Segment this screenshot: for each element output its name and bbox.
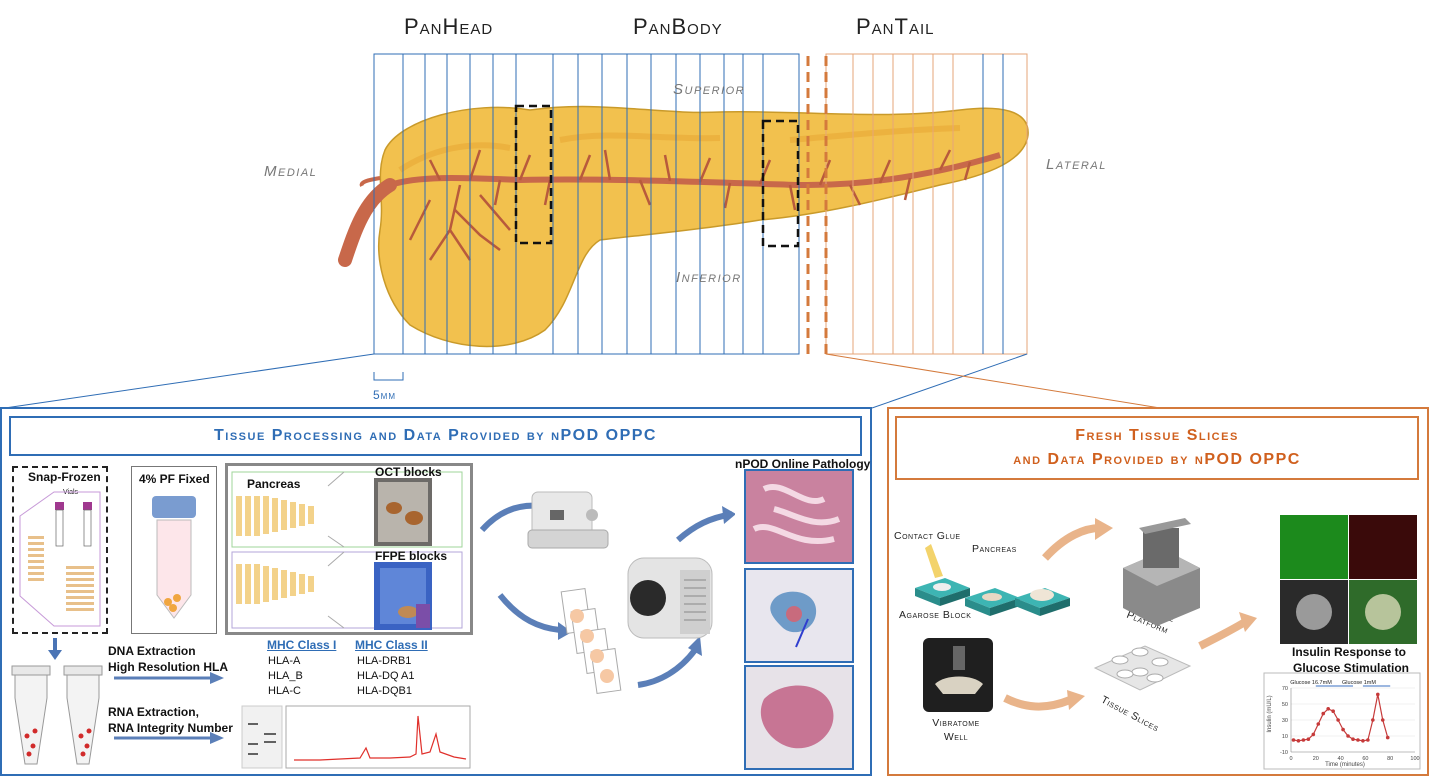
mhc-class-1-header: MHC Class I	[267, 638, 337, 652]
chart-xtick-label: 100	[1410, 756, 1419, 762]
pancreas-illustration	[4, 53, 1161, 409]
chart-ylabel: Insulin (mU/L)	[1267, 695, 1273, 732]
chart-point	[1326, 707, 1330, 711]
pancreas-shape	[378, 105, 1029, 348]
chart-point	[1351, 737, 1355, 741]
chart-annotation-high-glucose: Glucose 16.7mM	[1290, 680, 1332, 686]
tissue-processing-panel	[0, 407, 872, 776]
fresh-tissue-title: Fresh Tissue Slices and Data Provided by…	[895, 416, 1419, 480]
fresh-tissue-title-line1: Fresh Tissue Slices	[1075, 427, 1239, 444]
chart-point	[1336, 718, 1340, 722]
contact-glue-label: Contact Glue	[894, 530, 961, 542]
pancreas-label: Pancreas	[247, 477, 301, 491]
vibratome-workflow-illustration	[915, 518, 1257, 712]
chart-xlabel: Time (minutes)	[1325, 762, 1365, 768]
label-medial: Medial	[264, 163, 318, 180]
rna-extraction-label: RNA Extraction,	[108, 705, 199, 719]
pf-fixed-label: 4% PF Fixed	[139, 472, 210, 486]
pf-fixed-box	[131, 466, 217, 634]
chart-xtick-label: 60	[1362, 756, 1368, 762]
pathology-images	[744, 469, 854, 770]
region-title-head: PanHead	[404, 14, 494, 39]
mhc1-item: HLA-A	[268, 655, 301, 667]
rna-tubes-illustration	[11, 638, 103, 765]
mhc2-item: HLA-DQ A1	[357, 670, 415, 682]
chart-point	[1306, 737, 1311, 741]
insulin-title-line1: Insulin Response to	[1292, 645, 1407, 659]
insulin-chart: -10 10 30 50 70 0 20 40 60 80 100 Time (minutes) I…	[1263, 672, 1421, 770]
snap-frozen-vials-illustration	[19, 491, 101, 627]
mhc1-item: HLA-C	[268, 685, 302, 697]
chart-xtick-label: 40	[1338, 756, 1344, 762]
label-inferior: Inferior	[676, 269, 742, 286]
chart-point	[1385, 735, 1390, 740]
chart-point	[1296, 739, 1301, 743]
scale-bar	[373, 372, 404, 381]
slice-pancreas-label: Pancreas	[972, 543, 1017, 555]
scale-label: 5mm	[373, 388, 397, 402]
chart-ytick-label: 70	[1282, 686, 1288, 692]
label-superior: Superior	[673, 81, 746, 98]
ffpe-blocks-label: FFPE blocks	[375, 549, 448, 563]
pf-tube-illustration	[152, 496, 196, 619]
chart-point	[1321, 711, 1326, 716]
chart-point	[1361, 739, 1365, 743]
mhc1-item: HLA_B	[268, 670, 303, 682]
chart-frame	[1263, 672, 1421, 770]
region-title-body: PanBody	[633, 14, 723, 39]
chart-point	[1346, 734, 1350, 738]
fresh-tissue-panel	[887, 407, 1429, 776]
chart-point	[1301, 738, 1306, 742]
processing-equipment	[479, 491, 735, 695]
chart-point	[1341, 727, 1345, 732]
label-lateral: Lateral	[1046, 156, 1107, 173]
chart-point	[1331, 709, 1335, 713]
dashed-block-head	[514, 104, 553, 245]
snap-frozen-box	[12, 466, 108, 634]
chart-point	[1366, 738, 1370, 742]
chart-point	[1356, 738, 1360, 742]
snap-frozen-label: Snap-Frozen	[28, 470, 101, 484]
mhc2-item: HLA-DQB1	[357, 685, 413, 697]
chart-point	[1316, 722, 1321, 726]
insulin-title-line2: Glucose Stimulation	[1293, 661, 1410, 675]
rin-label: RNA Integrity Number	[108, 721, 233, 735]
chart-xtick-label: 80	[1387, 756, 1393, 762]
chart-point	[1380, 718, 1385, 722]
tissue-processing-title: Tissue Processing and Data Provided by n…	[9, 416, 862, 456]
mhc-class-2-header: MHC Class II	[355, 638, 428, 652]
chart-annotation-low-glucose: Glucose 1mM	[1342, 680, 1376, 686]
chart-ytick-label: 10	[1282, 734, 1288, 740]
dna-extraction-label: DNA Extraction	[108, 644, 196, 658]
chart-point	[1371, 718, 1375, 722]
dashed-block-body	[761, 119, 800, 248]
microscopy-tiles	[1280, 515, 1417, 644]
mhc2-item: HLA-DRB1	[357, 655, 412, 667]
rna-integrity-plot	[241, 705, 471, 769]
oct-blocks-label: OCT blocks	[375, 465, 442, 479]
online-pathology-label: nPOD Online Pathology	[735, 457, 871, 471]
agarose-block-label: Agarose Block	[899, 609, 972, 621]
chart-ytick-label: -10	[1280, 750, 1288, 756]
chart-xtick-label: 20	[1313, 756, 1319, 762]
hla-resolution-label: High Resolution HLA	[108, 660, 228, 674]
region-title-tail: PanTail	[856, 14, 935, 39]
chart-point	[1291, 738, 1296, 742]
chart-point	[1311, 732, 1316, 737]
blocks-illustration	[231, 471, 463, 630]
chart-xtick-label: 0	[1289, 756, 1292, 762]
fresh-tissue-title-line2: and Data Provided by nPOD OPPC	[1013, 451, 1301, 468]
vibratome-well-label: Vibratome Well	[932, 717, 980, 743]
chart-point	[1376, 692, 1380, 697]
process-arrows	[114, 672, 224, 744]
chart-ytick-label: 30	[1282, 718, 1288, 724]
chart-ytick-label: 50	[1282, 702, 1288, 708]
